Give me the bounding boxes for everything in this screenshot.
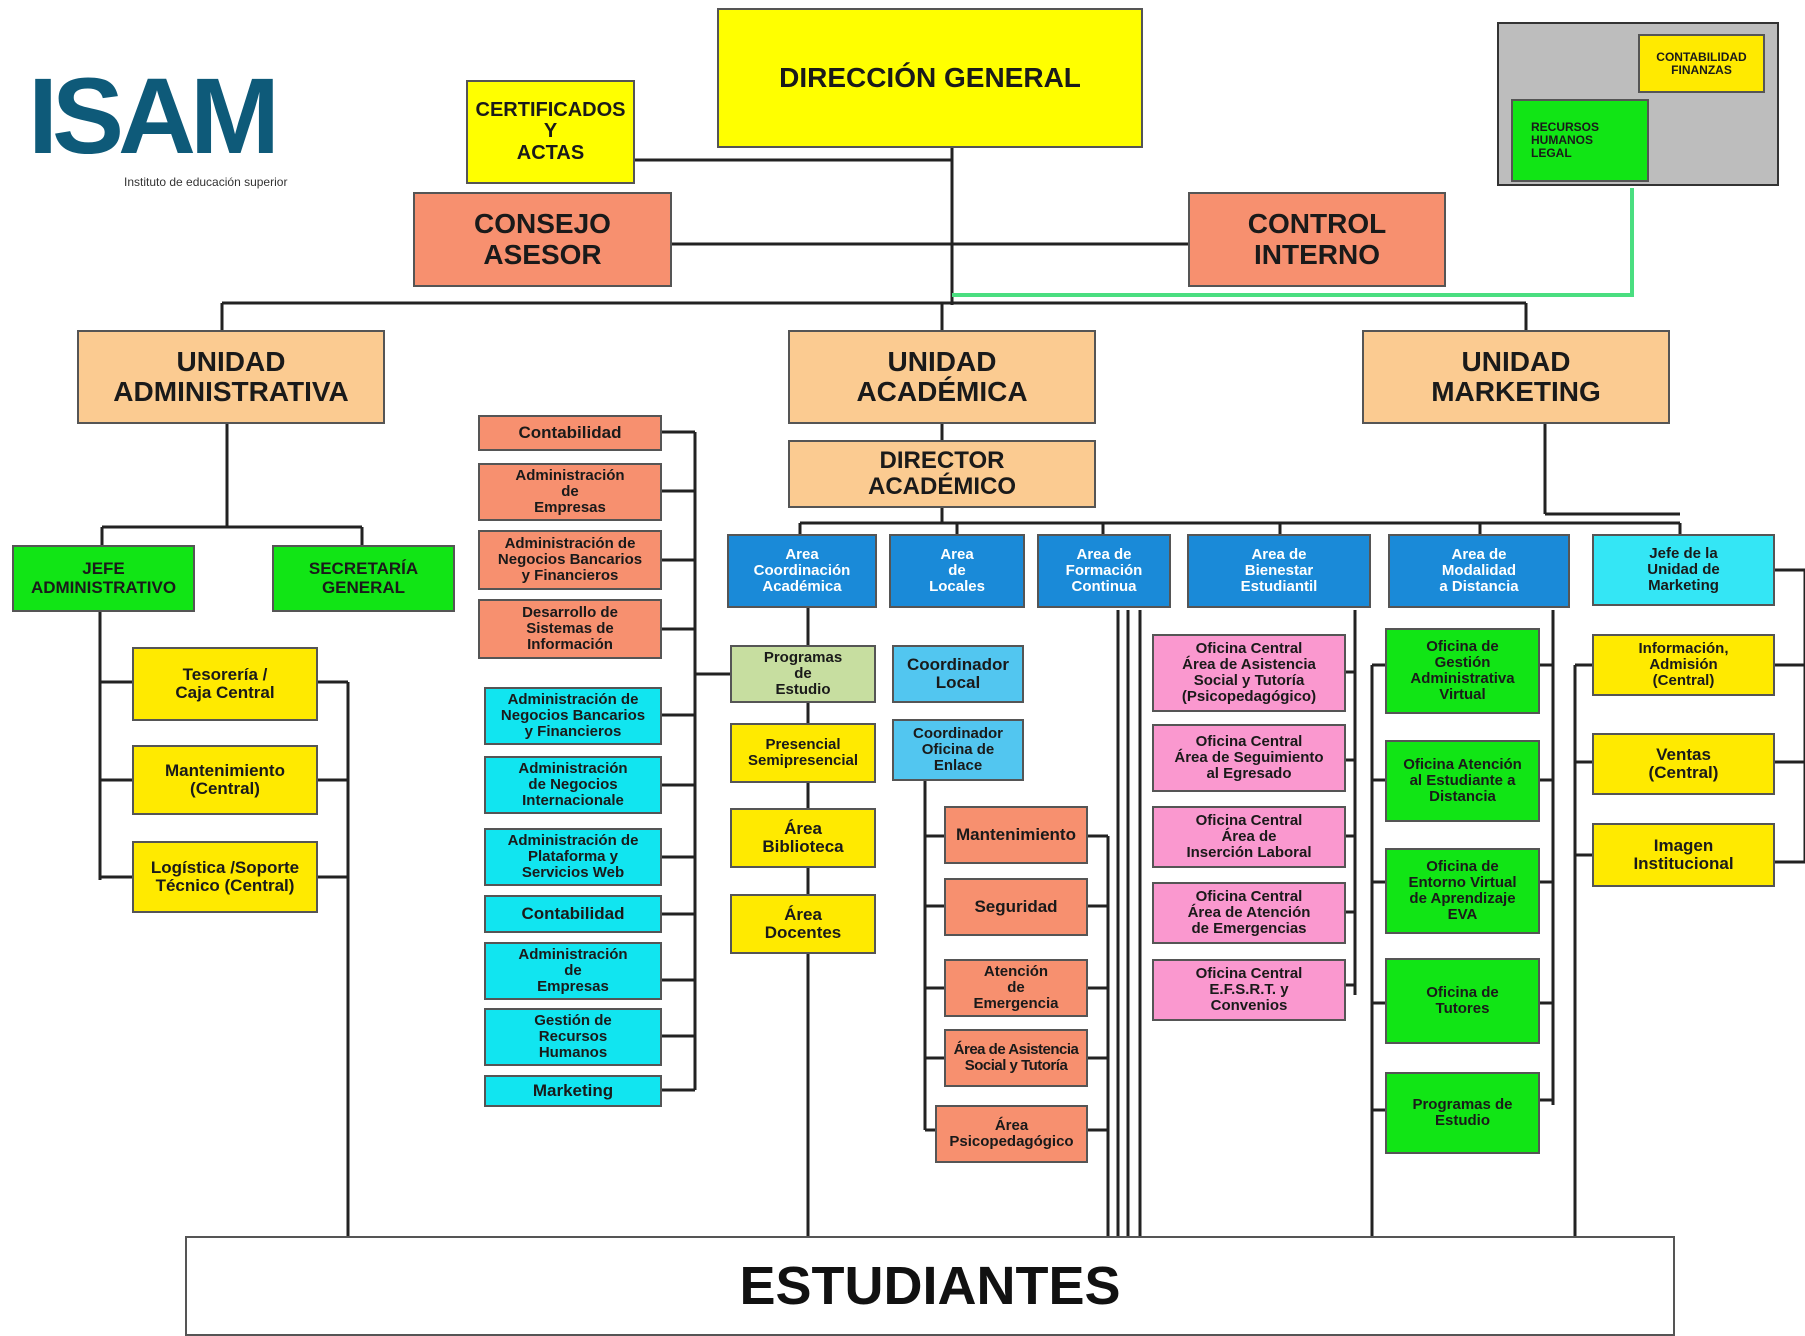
isam-logo: ISAM Instituto de educación superior: [28, 62, 298, 212]
program-salmon-sistemas-informacion: Desarrollo de Sistemas de Información: [478, 599, 662, 659]
program-cyan-administracion-empresas: Administración de Empresas: [484, 942, 662, 1000]
program-cyan-contabilidad: Contabilidad: [484, 895, 662, 933]
consejo-asesor-box: CONSEJO ASESOR: [413, 192, 672, 287]
program-cyan-marketing: Marketing: [484, 1075, 662, 1107]
program-salmon-contabilidad: Contabilidad: [478, 415, 662, 451]
coordinador-enlace-box: Coordinador Oficina de Enlace: [892, 719, 1024, 781]
docentes-box: Área Docentes: [730, 894, 876, 954]
recursos-humanos-box: RECURSOS HUMANOS LEGAL: [1511, 99, 1649, 182]
area-coordinacion-box: Area Coordinación Académica: [727, 534, 877, 608]
control-interno-box: CONTROL INTERNO: [1188, 192, 1446, 287]
oficina-tutores-box: Oficina de Tutores: [1385, 958, 1540, 1044]
direccion-general-box: DIRECCIÓN GENERAL: [717, 8, 1143, 148]
oficina-gestion-virtual-box: Oficina de Gestión Administrativa Virtua…: [1385, 628, 1540, 714]
jefe-marketing-box: Jefe de la Unidad de Marketing: [1592, 534, 1775, 606]
programas-estudio-box: Programas de Estudio: [730, 645, 876, 703]
program-salmon-administracion-empresas: Administración de Empresas: [478, 463, 662, 521]
locales-asistencia-box: Área de Asistencia Social y Tutoría: [944, 1029, 1088, 1087]
program-cyan-recursos-humanos: Gestión de Recursos Humanos: [484, 1008, 662, 1066]
locales-emergencia-box: Atención de Emergencia: [944, 959, 1088, 1017]
unidad-marketing-box: UNIDAD MARKETING: [1362, 330, 1670, 424]
oficina-insercion-box: Oficina Central Área de Inserción Labora…: [1152, 806, 1346, 868]
logistica-box: Logística /Soporte Técnico (Central): [132, 841, 318, 913]
unidad-academica-box: UNIDAD ACADÉMICA: [788, 330, 1096, 424]
locales-psicopedagogico-box: Área Psicopedagógico: [935, 1105, 1088, 1163]
tesoreria-box: Tesorería / Caja Central: [132, 647, 318, 721]
contabilidad-finanzas-box: CONTABILIDAD FINANZAS: [1638, 34, 1765, 93]
area-modalidad-box: Area de Modalidad a Distancia: [1388, 534, 1570, 608]
program-cyan-negocios-internacionales: Administración de Negocios Internacional…: [484, 756, 662, 814]
certificados-box: CERTIFICADOS Y ACTAS: [466, 80, 635, 184]
estudiantes-box: ESTUDIANTES: [185, 1236, 1675, 1336]
director-academico-box: DIRECTOR ACADÉMICO: [788, 440, 1096, 508]
oficina-convenios-box: Oficina Central E.F.S.R.T. y Convenios: [1152, 959, 1346, 1021]
program-salmon-negocios-bancarios: Administración de Negocios Bancarios y F…: [478, 530, 662, 590]
logo-brand: ISAM: [28, 55, 280, 176]
presencial-box: Presencial Semipresencial: [730, 723, 876, 783]
area-formacion-box: Area de Formación Continua: [1037, 534, 1171, 608]
area-bienestar-box: Area de Bienestar Estudiantil: [1187, 534, 1371, 608]
unidad-administrativa-box: UNIDAD ADMINISTRATIVA: [77, 330, 385, 424]
area-locales-box: Area de Locales: [889, 534, 1025, 608]
marketing-informacion-box: Información, Admisión (Central): [1592, 634, 1775, 696]
jefe-administrativo-box: JEFE ADMINISTRATIVO: [12, 545, 195, 612]
modalidad-programas-box: Programas de Estudio: [1385, 1072, 1540, 1154]
marketing-ventas-box: Ventas (Central): [1592, 733, 1775, 795]
mantenimiento-central-box: Mantenimiento (Central): [132, 745, 318, 815]
oficina-eva-box: Oficina de Entorno Virtual de Aprendizaj…: [1385, 848, 1540, 934]
marketing-imagen-box: Imagen Institucional: [1592, 823, 1775, 887]
oficina-egresado-box: Oficina Central Área de Seguimiento al E…: [1152, 724, 1346, 792]
program-cyan-plataforma-web: Administración de Plataforma y Servicios…: [484, 828, 662, 886]
oficina-emergencias-box: Oficina Central Área de Atención de Emer…: [1152, 882, 1346, 944]
biblioteca-box: Área Biblioteca: [730, 808, 876, 868]
secretaria-general-box: SECRETARÍA GENERAL: [272, 545, 455, 612]
locales-mantenimiento-box: Mantenimiento: [944, 806, 1088, 864]
locales-seguridad-box: Seguridad: [944, 878, 1088, 936]
coordinador-local-box: Coordinador Local: [892, 645, 1024, 703]
program-cyan-negocios-bancarios: Administración de Negocios Bancarios y F…: [484, 687, 662, 745]
oficina-asistencia-box: Oficina Central Área de Asistencia Socia…: [1152, 634, 1346, 712]
oficina-atencion-distancia-box: Oficina Atención al Estudiante a Distanc…: [1385, 740, 1540, 822]
logo-subtitle: Instituto de educación superior: [124, 175, 288, 189]
